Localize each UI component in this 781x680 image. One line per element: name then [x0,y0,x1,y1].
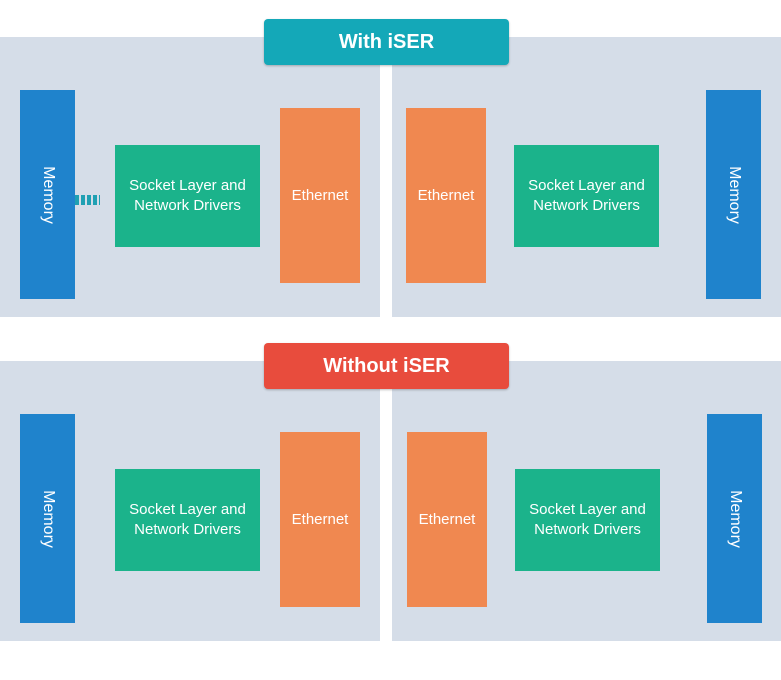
memory-block: Memory [20,414,75,623]
without-iser-banner: Without iSER [264,343,509,389]
socket-layer-label: Socket Layer and Network Drivers [529,501,646,538]
ethernet-label: Ethernet [418,511,476,528]
memory-label: Memory [39,489,57,548]
ethernet-block: Ethernet [407,432,487,607]
socket-layer-block: Socket Layer and Network Drivers [115,145,260,247]
without-iser-section: Memory Socket Layer and Network Drivers … [0,343,781,643]
socket-layer-block: Socket Layer and Network Drivers [514,145,659,247]
memory-block: Memory [706,90,761,299]
ethernet-label: Ethernet [291,511,349,528]
memory-label: Memory [39,165,57,224]
socket-layer-label: Socket Layer and Network Drivers [129,501,246,538]
ethernet-block: Ethernet [280,108,360,283]
socket-layer-block: Socket Layer and Network Drivers [115,469,260,571]
socket-layer-label: Socket Layer and Network Drivers [528,177,645,214]
with-iser-left-host: Memory Socket Layer and Network Drivers … [0,37,380,317]
with-iser-title: With iSER [338,30,435,53]
socket-layer-block: Socket Layer and Network Drivers [515,469,660,571]
ethernet-block: Ethernet [406,108,486,283]
ethernet-block: Ethernet [280,432,360,607]
ethernet-label: Ethernet [417,187,475,204]
without-iser-right-host: Ethernet Socket Layer and Network Driver… [392,361,781,641]
without-iser-left-host: Memory Socket Layer and Network Drivers … [0,361,380,641]
memory-block: Memory [20,90,75,299]
ethernet-label: Ethernet [291,187,349,204]
with-iser-section: Memory Socket Layer and Network Drivers … [0,19,781,319]
with-iser-right-host: Ethernet Socket Layer and Network Driver… [392,37,781,317]
with-iser-banner: With iSER [264,19,509,65]
without-iser-title: Without iSER [323,354,450,377]
socket-layer-label: Socket Layer and Network Drivers [129,177,246,214]
rdma-connector [75,195,100,205]
memory-block: Memory [707,414,762,623]
memory-label: Memory [725,165,743,224]
memory-label: Memory [726,489,744,548]
